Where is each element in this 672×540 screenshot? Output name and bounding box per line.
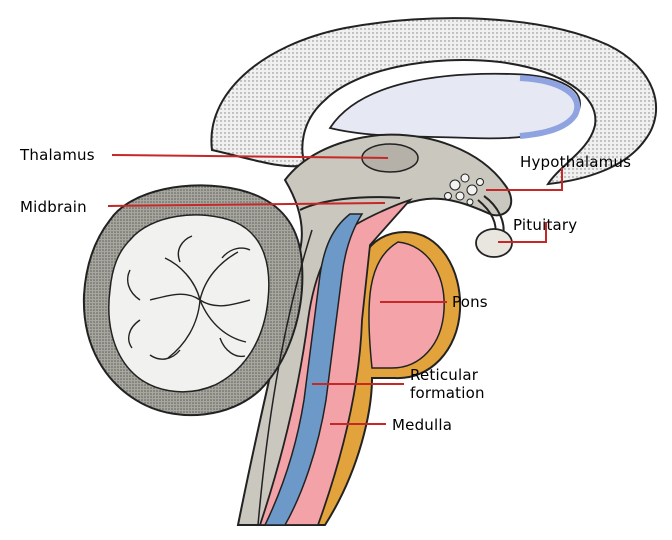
label-hypothalamus: Hypothalamus	[520, 153, 631, 171]
midbrain-leader	[107, 202, 386, 207]
label-pituitary: Pituitary	[513, 216, 577, 234]
thalamus-leader	[111, 154, 389, 159]
label-midbrain: Midbrain	[20, 198, 87, 216]
cerebellum	[82, 184, 304, 417]
label-medulla: Medulla	[392, 416, 452, 434]
label-pons: Pons	[452, 293, 488, 311]
label-reticular-line2: formation	[410, 384, 485, 402]
label-thalamus: Thalamus	[19, 146, 95, 164]
label-reticular-line1: Reticular	[410, 366, 479, 384]
central-canal	[263, 213, 364, 526]
hypothalamus-leader	[486, 168, 563, 191]
cerebrum	[210, 17, 658, 186]
leader-lines	[107, 154, 563, 425]
pituitary-leader	[498, 222, 547, 243]
